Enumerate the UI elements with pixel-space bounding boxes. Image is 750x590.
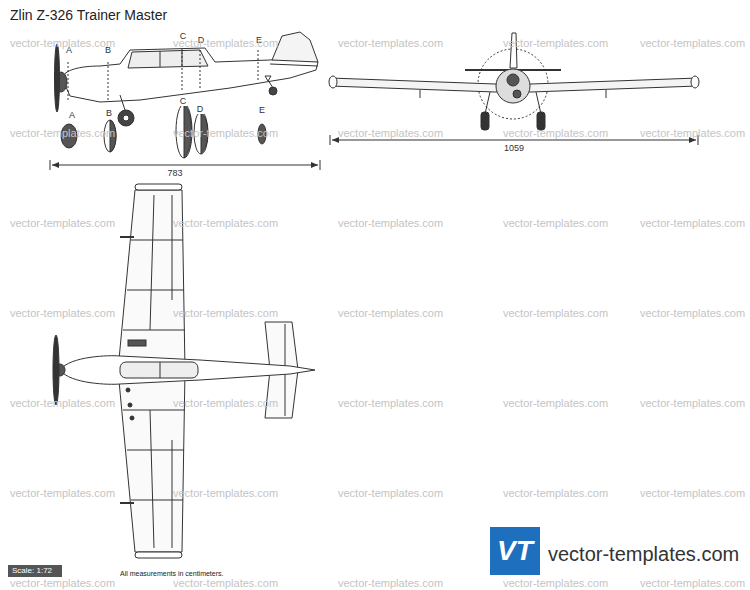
section-letter: E — [258, 105, 266, 115]
dimension-value: 1059 — [503, 143, 525, 153]
watermark: vector-templates.com — [640, 37, 745, 50]
scale-note: Scale: 1:72 — [12, 566, 52, 575]
watermark: vector-templates.com — [10, 397, 115, 410]
watermark: vector-templates.com — [338, 307, 443, 320]
dimension-value: 783 — [166, 168, 183, 178]
logo-mark: VT — [497, 537, 533, 565]
watermark: vector-templates.com — [338, 577, 443, 590]
watermark: vector-templates.com — [503, 487, 608, 500]
watermark: vector-templates.com — [173, 307, 278, 320]
logo-text: vector-templates.com — [548, 543, 739, 566]
watermark: vector-templates.com — [10, 127, 115, 140]
section-letter: D — [196, 104, 205, 114]
watermark: vector-templates.com — [10, 217, 115, 230]
units-note: All measurements in centimeters. — [120, 570, 223, 578]
watermark: vector-templates.com — [338, 397, 443, 410]
watermark: vector-templates.com — [503, 577, 608, 590]
watermark: vector-templates.com — [10, 487, 115, 500]
watermark: vector-templates.com — [640, 487, 745, 500]
watermark: vector-templates.com — [640, 397, 745, 410]
watermark: vector-templates.com — [503, 37, 608, 50]
watermark: vector-templates.com — [10, 577, 115, 590]
watermark: vector-templates.com — [338, 37, 443, 50]
watermark: vector-templates.com — [338, 127, 443, 140]
watermark: vector-templates.com — [338, 487, 443, 500]
watermark: vector-templates.com — [640, 577, 745, 590]
watermark: vector-templates.com — [173, 577, 278, 590]
watermark: vector-templates.com — [503, 127, 608, 140]
watermark: vector-templates.com — [173, 37, 278, 50]
drawing-title: Zlin Z-326 Trainer Master — [10, 7, 167, 23]
watermark: vector-templates.com — [338, 217, 443, 230]
logo-box: VT — [490, 527, 540, 575]
watermark: vector-templates.com — [503, 217, 608, 230]
section-letter: A — [68, 110, 76, 120]
watermark: vector-templates.com — [640, 127, 745, 140]
watermark: vector-templates.com — [640, 307, 745, 320]
watermark: vector-templates.com — [173, 127, 278, 140]
watermark: vector-templates.com — [173, 217, 278, 230]
watermark: vector-templates.com — [173, 487, 278, 500]
watermark: vector-templates.com — [10, 307, 115, 320]
watermark: vector-templates.com — [503, 307, 608, 320]
watermark: vector-templates.com — [503, 397, 608, 410]
watermark: vector-templates.com — [640, 217, 745, 230]
watermark: vector-templates.com — [173, 397, 278, 410]
section-letter: B — [105, 108, 113, 118]
section-letter: C — [179, 96, 188, 106]
watermark: vector-templates.com — [10, 37, 115, 50]
